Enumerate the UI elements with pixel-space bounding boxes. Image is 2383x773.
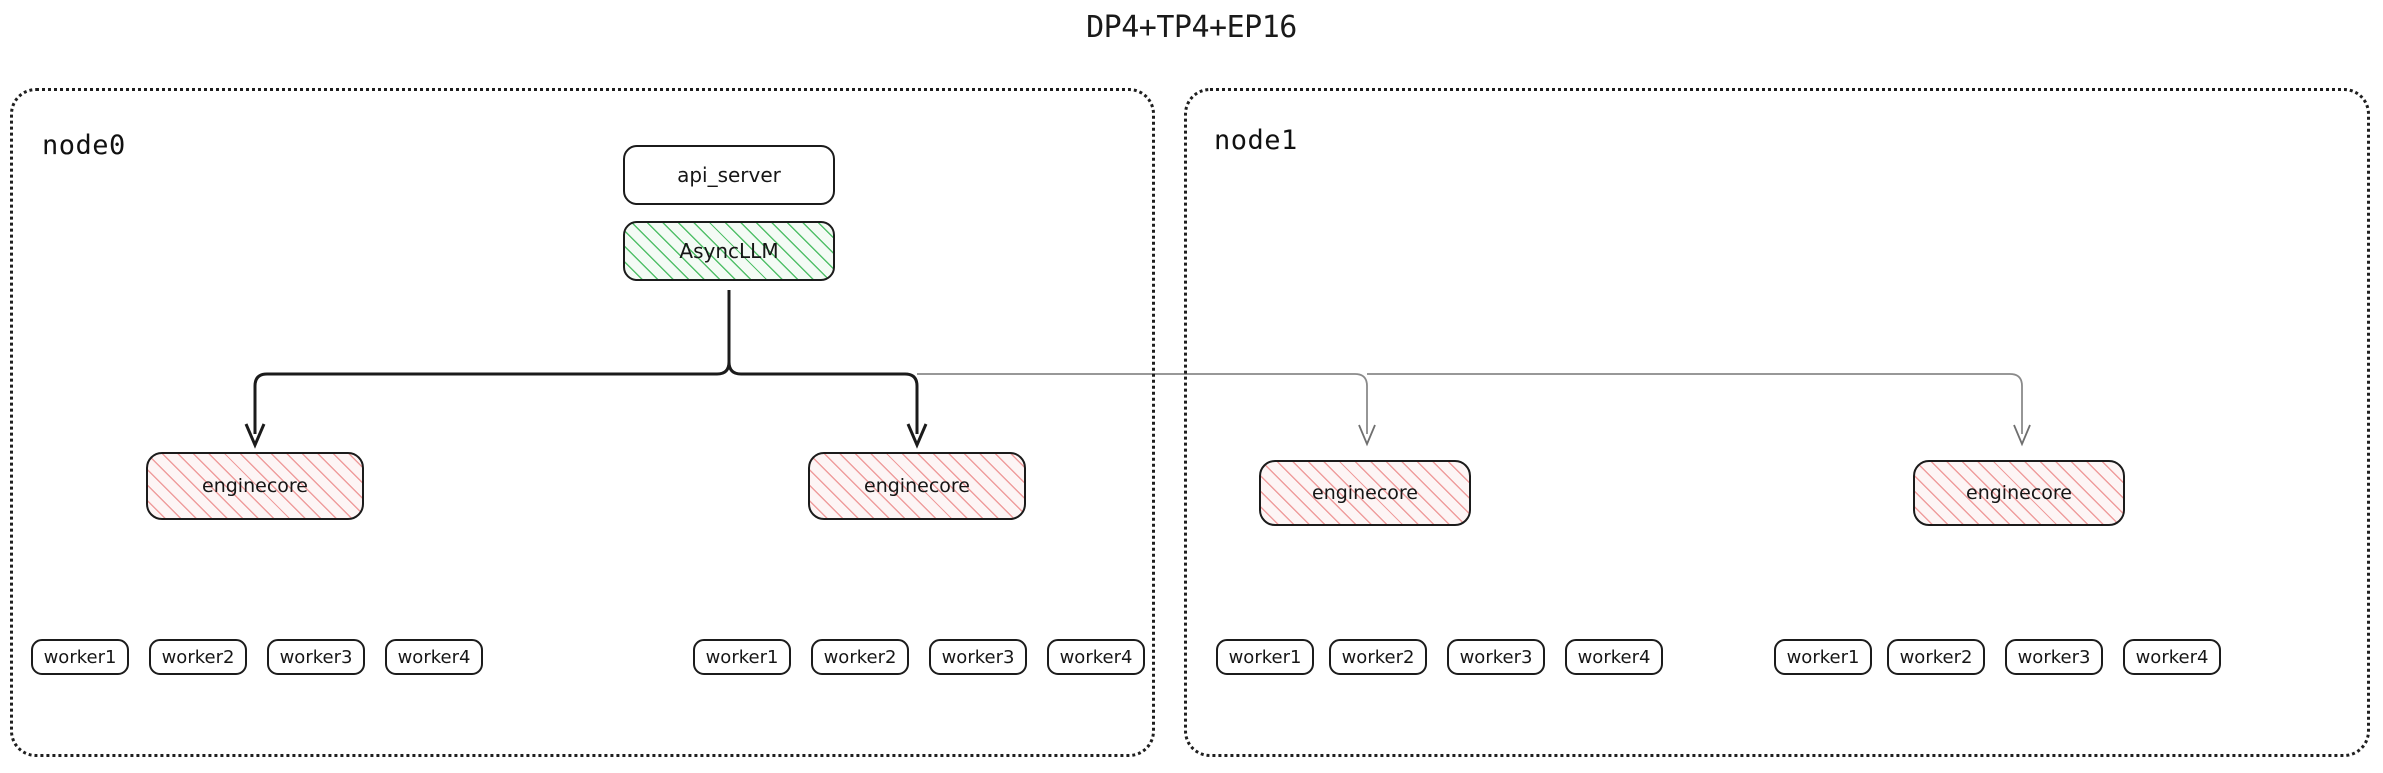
worker-box-node1-1-2[interactable]: worker3 xyxy=(2005,639,2103,675)
connector-node0-engine0 xyxy=(253,361,731,434)
enginecore-box-node1-1[interactable]: enginecore xyxy=(1913,460,2125,526)
worker-box-node0-1-1[interactable]: worker2 xyxy=(811,639,909,675)
worker-box-node0-1-3[interactable]: worker4 xyxy=(1047,639,1145,675)
node-container-node0[interactable] xyxy=(10,88,1155,757)
node-label-node1: node1 xyxy=(1214,125,1298,156)
connector-arrowhead-node0-engine1 xyxy=(906,423,928,449)
enginecore-box-node1-0[interactable]: enginecore xyxy=(1259,460,1471,526)
worker-box-node1-0-0[interactable]: worker1 xyxy=(1216,639,1314,675)
connector-arrowhead-node1-engine0 xyxy=(1358,424,1376,447)
worker-box-node0-1-0[interactable]: worker1 xyxy=(693,639,791,675)
connector-node1-engine1 xyxy=(1367,373,2023,434)
connector-arrowhead-node0-engine0 xyxy=(244,423,266,449)
worker-box-node0-1-2[interactable]: worker3 xyxy=(929,639,1027,675)
async-llm-box[interactable]: AsyncLLM xyxy=(623,221,835,281)
worker-box-node1-0-3[interactable]: worker4 xyxy=(1565,639,1663,675)
enginecore-box-node0-0[interactable]: enginecore xyxy=(146,452,364,520)
node-container-node1[interactable] xyxy=(1184,88,2370,757)
api-server-box[interactable]: api_server xyxy=(623,145,835,205)
worker-box-node1-0-1[interactable]: worker2 xyxy=(1329,639,1427,675)
worker-box-node1-1-0[interactable]: worker1 xyxy=(1774,639,1872,675)
worker-box-node0-0-3[interactable]: worker4 xyxy=(385,639,483,675)
connector-node0-engine1 xyxy=(727,361,919,434)
worker-box-node0-0-0[interactable]: worker1 xyxy=(31,639,129,675)
worker-box-node1-1-1[interactable]: worker2 xyxy=(1887,639,1985,675)
connector-node1-engine0 xyxy=(917,373,1368,434)
enginecore-box-node0-1[interactable]: enginecore xyxy=(808,452,1026,520)
diagram-title: DP4+TP4+EP16 xyxy=(1086,10,1297,45)
worker-box-node0-0-2[interactable]: worker3 xyxy=(267,639,365,675)
worker-box-node0-0-1[interactable]: worker2 xyxy=(149,639,247,675)
worker-box-node1-0-2[interactable]: worker3 xyxy=(1447,639,1545,675)
connector-arrowhead-node1-engine1 xyxy=(2013,424,2031,447)
node-label-node0: node0 xyxy=(42,130,126,161)
worker-box-node1-1-3[interactable]: worker4 xyxy=(2123,639,2221,675)
